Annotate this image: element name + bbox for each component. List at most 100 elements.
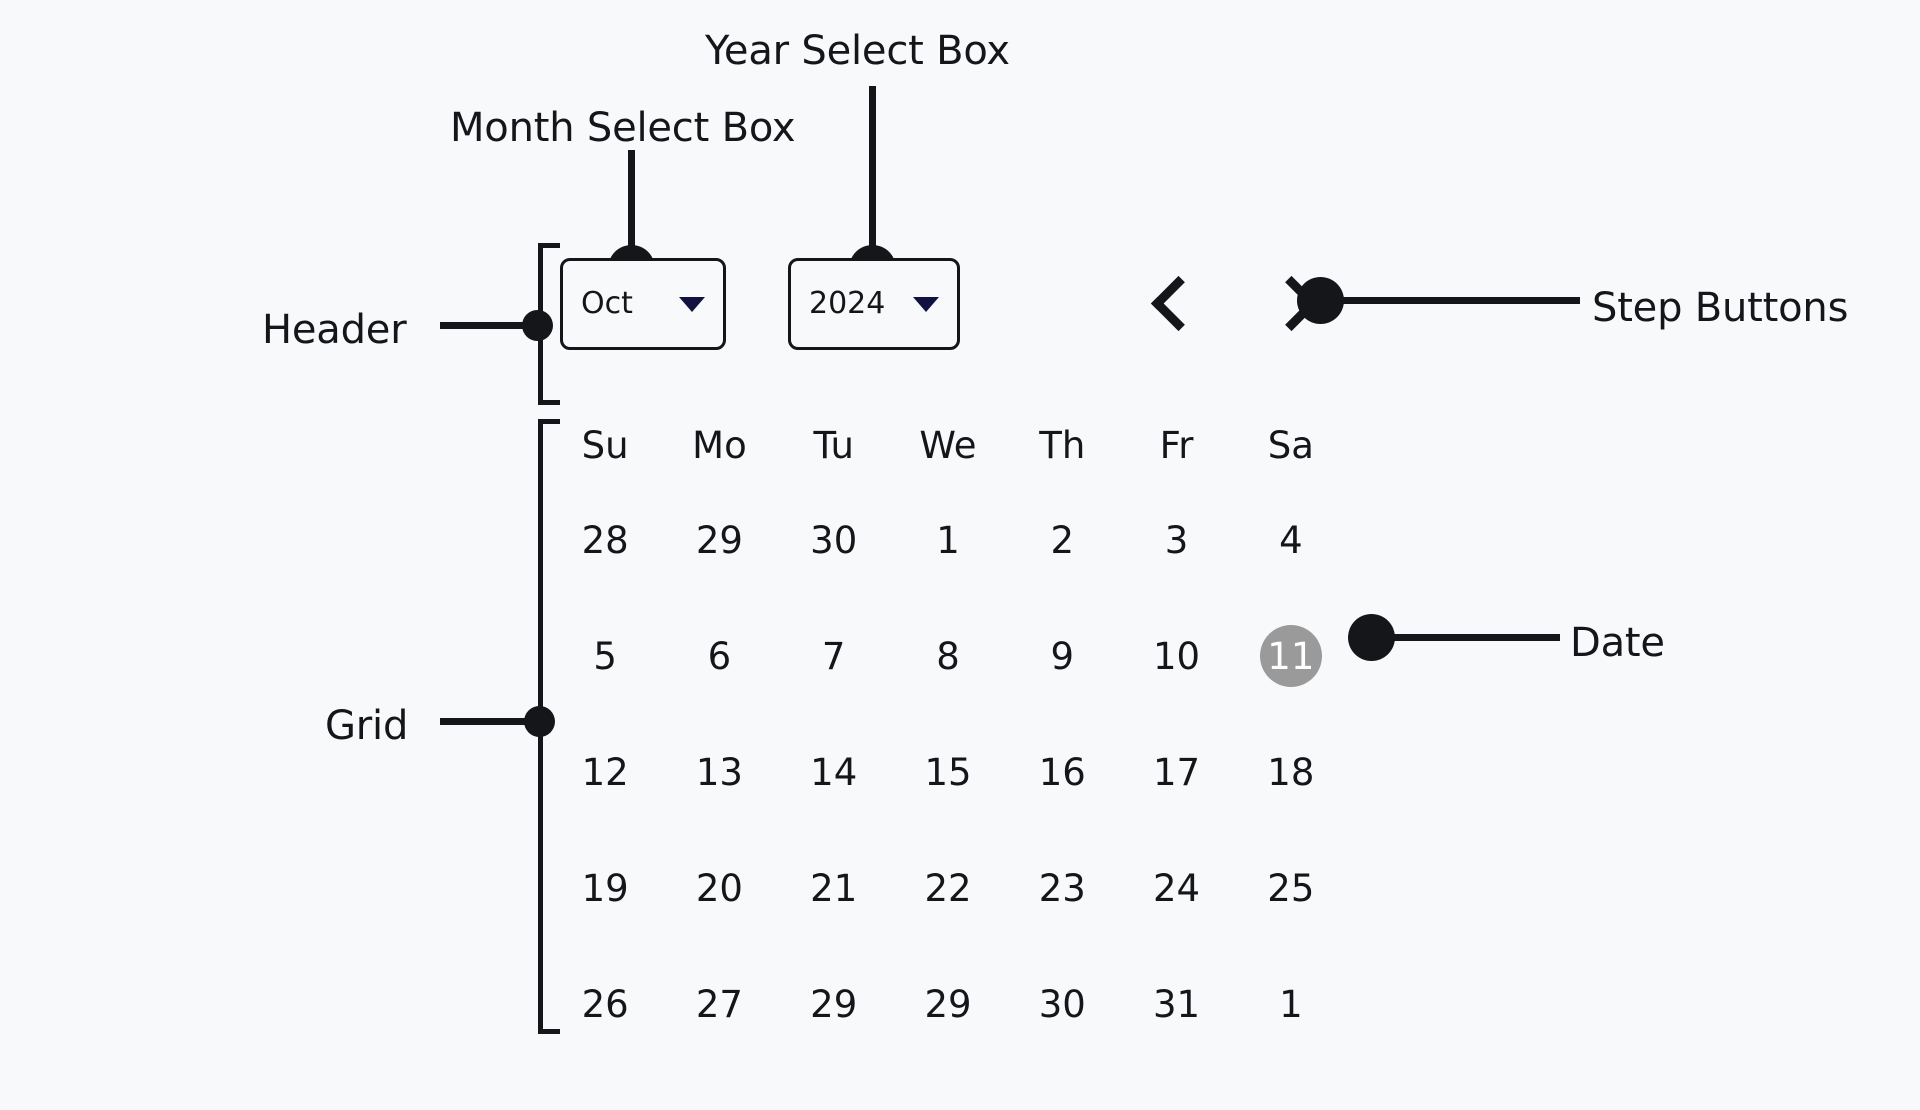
date-value: 16 <box>1038 750 1086 794</box>
date-value: 18 <box>1267 750 1315 794</box>
next-month-button[interactable] <box>1260 264 1332 342</box>
date-cell[interactable]: 12 <box>548 714 662 830</box>
date-cell[interactable]: 9 <box>1005 598 1119 714</box>
date-cell[interactable]: 1 <box>1234 946 1348 1062</box>
bracket-grid <box>538 419 560 1034</box>
date-cell[interactable]: 18 <box>1234 714 1348 830</box>
date-cell[interactable]: 31 <box>1119 946 1233 1062</box>
date-cell[interactable]: 11 <box>1234 598 1348 714</box>
chevron-down-icon <box>913 296 939 312</box>
annotation-label-grid: Grid <box>325 703 409 749</box>
date-value: 31 <box>1153 982 1201 1026</box>
date-value: 30 <box>1038 982 1086 1026</box>
date-cell[interactable]: 26 <box>548 946 662 1062</box>
annotation-label-step-buttons: Step Buttons <box>1592 285 1849 331</box>
chevron-down-icon <box>679 296 705 312</box>
date-cell[interactable]: 25 <box>1234 830 1348 946</box>
date-cell[interactable]: 4 <box>1234 482 1348 598</box>
date-week-row: 5 6 7 8 9 10 11 <box>548 598 1348 714</box>
date-value: 29 <box>810 982 858 1026</box>
annotation-label-date: Date <box>1570 620 1665 666</box>
date-cell[interactable]: 3 <box>1119 482 1233 598</box>
date-cell[interactable]: 23 <box>1005 830 1119 946</box>
date-cell[interactable]: 28 <box>548 482 662 598</box>
date-value: 1 <box>1279 982 1303 1026</box>
date-value: 15 <box>924 750 972 794</box>
date-value: 13 <box>695 750 743 794</box>
date-cell[interactable]: 17 <box>1119 714 1233 830</box>
date-value: 29 <box>695 518 743 562</box>
annotation-label-month-select-box: Month Select Box <box>450 105 796 151</box>
date-week-row: 26 27 29 29 30 31 1 <box>548 946 1348 1062</box>
date-cell[interactable]: 5 <box>548 598 662 714</box>
leader-line-year-select <box>869 86 876 266</box>
date-cell[interactable]: 24 <box>1119 830 1233 946</box>
date-cell[interactable]: 13 <box>662 714 776 830</box>
date-value: 12 <box>581 750 629 794</box>
date-value: 28 <box>581 518 629 562</box>
date-value: 6 <box>707 634 732 678</box>
selected-date: 11 <box>1259 625 1322 687</box>
date-cell[interactable]: 7 <box>777 598 891 714</box>
date-value: 20 <box>695 866 743 910</box>
date-week-row: 19 20 21 22 23 24 25 <box>548 830 1348 946</box>
date-cell[interactable]: 6 <box>662 598 776 714</box>
date-value: 9 <box>1050 634 1075 678</box>
date-cell[interactable]: 29 <box>777 946 891 1062</box>
date-value: 21 <box>810 866 858 910</box>
date-cell[interactable]: 29 <box>662 482 776 598</box>
date-value: 26 <box>581 982 629 1026</box>
year-select-value: 2024 <box>809 286 886 321</box>
chevron-right-icon <box>1263 275 1320 331</box>
date-cell[interactable]: 22 <box>891 830 1005 946</box>
date-cell[interactable]: 30 <box>777 482 891 598</box>
date-value: 29 <box>924 982 972 1026</box>
calendar-header: Oct 2024 <box>560 258 1400 358</box>
date-cell[interactable]: 15 <box>891 714 1005 830</box>
date-cell[interactable]: 27 <box>662 946 776 1062</box>
chevron-left-icon <box>1150 275 1207 331</box>
date-value: 14 <box>810 750 858 794</box>
weekday-header-fr: Fr <box>1159 423 1194 467</box>
date-value: 23 <box>1038 866 1086 910</box>
weekday-header-mo: Mo <box>692 423 747 467</box>
leader-dot-step-buttons <box>1297 277 1344 324</box>
date-cell[interactable]: 2 <box>1005 482 1119 598</box>
date-value: 7 <box>821 634 846 678</box>
date-value: 1 <box>936 518 960 562</box>
year-select-box[interactable]: 2024 <box>788 258 960 350</box>
weekday-header-th: Th <box>1039 423 1086 467</box>
month-select-box[interactable]: Oct <box>560 258 726 350</box>
date-value: 25 <box>1267 866 1315 910</box>
bracket-header <box>538 243 560 405</box>
date-value: 24 <box>1153 866 1201 910</box>
date-cell[interactable]: 10 <box>1119 598 1233 714</box>
leader-line-step-buttons <box>1330 297 1580 304</box>
date-value: 30 <box>810 518 858 562</box>
date-cell[interactable]: 19 <box>548 830 662 946</box>
leader-line-grid <box>440 718 540 725</box>
weekday-header-we: We <box>919 423 977 467</box>
previous-month-button[interactable] <box>1138 264 1210 342</box>
month-select-value: Oct <box>581 286 633 321</box>
date-cell[interactable]: 20 <box>662 830 776 946</box>
date-cell[interactable]: 30 <box>1005 946 1119 1062</box>
annotation-label-year-select-box: Year Select Box <box>705 28 1010 74</box>
date-cell[interactable]: 14 <box>777 714 891 830</box>
date-value: 5 <box>593 634 617 678</box>
date-value: 2 <box>1050 518 1075 562</box>
leader-line-date <box>1380 634 1560 641</box>
date-cell[interactable]: 29 <box>891 946 1005 1062</box>
weekday-header-su: Su <box>581 423 629 467</box>
date-cell[interactable]: 16 <box>1005 714 1119 830</box>
date-value: 27 <box>695 982 743 1026</box>
weekday-header-tu: Tu <box>813 423 854 467</box>
leader-dot-date <box>1348 614 1395 661</box>
date-cell[interactable]: 1 <box>891 482 1005 598</box>
date-cell[interactable]: 8 <box>891 598 1005 714</box>
date-cell[interactable]: 21 <box>777 830 891 946</box>
